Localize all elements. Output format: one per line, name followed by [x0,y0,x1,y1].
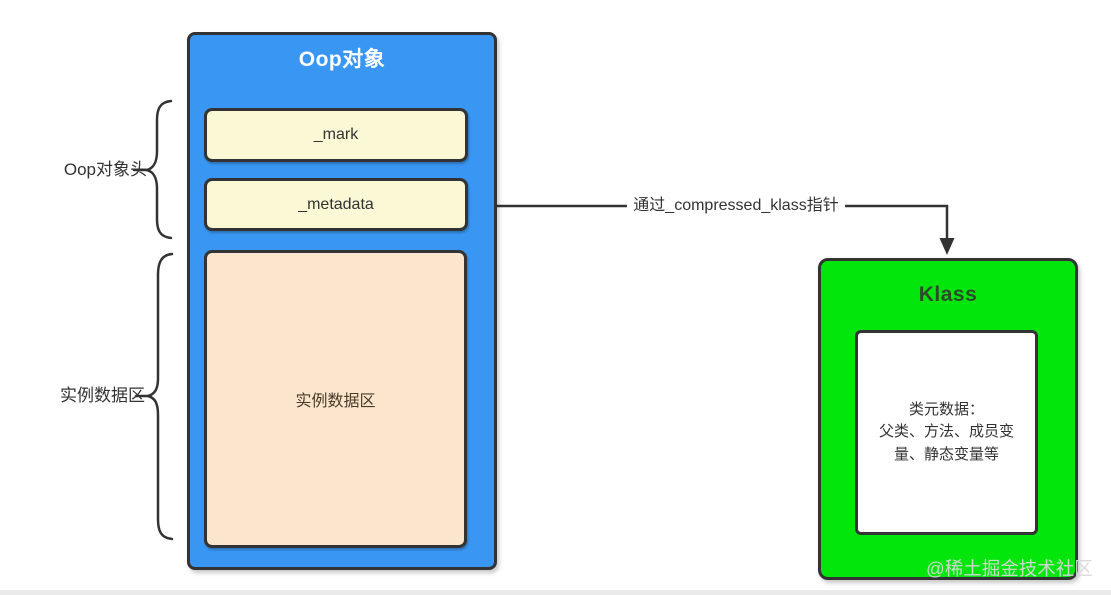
page-bottom-edge [0,590,1111,595]
metadata-field: _metadata [204,178,468,231]
arrowhead-icon [939,238,955,255]
klass-box: Klass 类元数据： 父类、方法、成员变 量、静态变量等 [818,258,1078,580]
watermark: @稀土掘金技术社区 [926,558,1093,579]
instance-area-annotation: 实例数据区 [60,386,145,405]
compressed-klass-pointer-label: 通过_compressed_klass指针 [633,197,839,214]
oop-header-annotation: Oop对象头 [63,160,147,179]
klass-metadata-line: 类元数据： [908,400,984,418]
klass-metadata-line: 量、静态变量等 [893,445,999,463]
klass-metadata-line: 父类、方法、成员变 [878,423,1014,441]
oop-object-title: Oop对象 [298,48,386,71]
klass-title: Klass [918,283,978,306]
instance-data-area-box: 实例数据区 [204,250,467,548]
oop-object-box: Oop对象 _mark _metadata 实例数据区 [187,32,497,570]
klass-metadata-box: 类元数据： 父类、方法、成员变 量、静态变量等 [855,330,1038,535]
mark-field: _mark [204,108,468,162]
